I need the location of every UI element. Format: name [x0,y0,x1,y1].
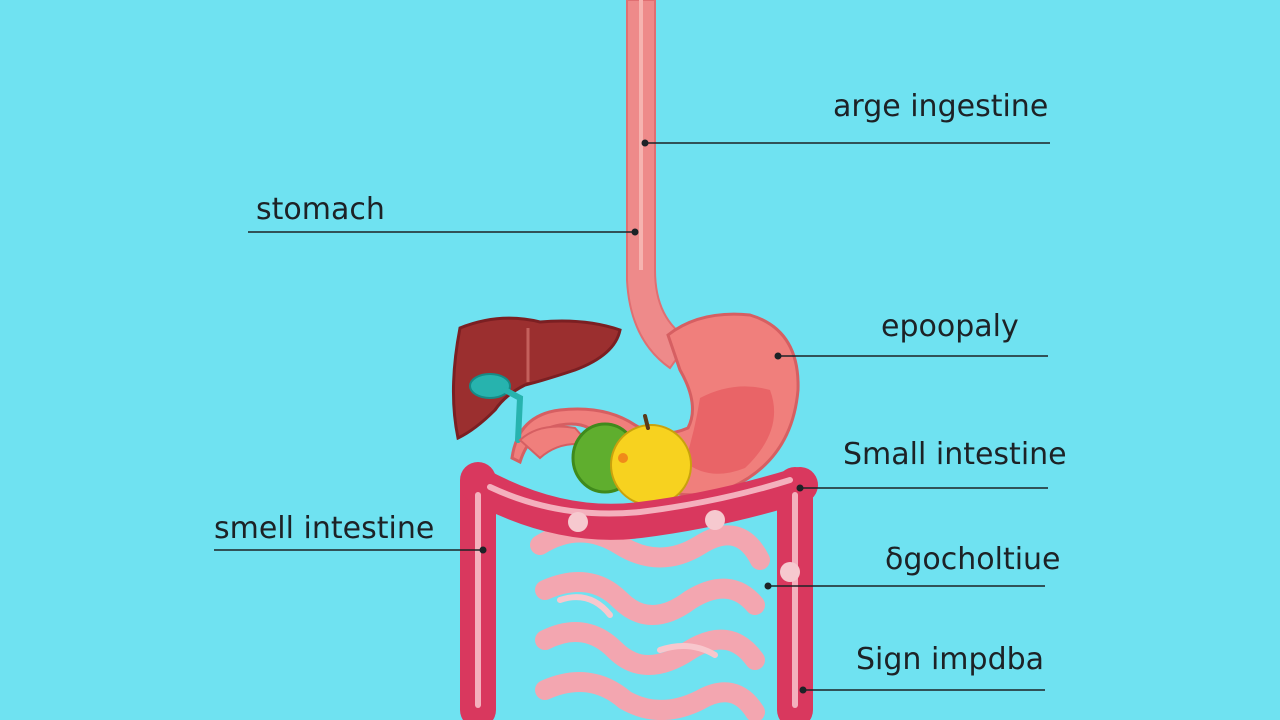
leader-lines [214,142,1050,691]
label-sgocholtiue: δgocholtiue [885,542,1061,577]
leader-dot [774,352,782,360]
leader-dot [796,484,804,492]
leader-dot [631,228,639,236]
leader-dot [764,582,772,590]
colon-top [460,467,818,540]
leader-dot [641,139,649,147]
colon-nodule [568,512,588,532]
colon-nodule [705,510,725,530]
label-large-intestine: arge ingestine [833,89,1049,124]
apple-spot [618,453,628,463]
label-epoopaly: epoopaly [881,309,1019,344]
label-sign-impdba: Sign impdba [856,642,1045,677]
small-intestine-shade [557,594,718,658]
leader-dot [799,686,807,694]
leader-dot [479,546,487,554]
label-small-intestine-right: Small intestine [843,437,1067,472]
label-stomach: stomach [256,192,385,227]
colon-highlight [475,477,798,708]
stomach-inner [685,386,775,474]
bile-duct [502,387,524,443]
small-intestine-coils [530,522,770,720]
apple-stem [643,414,650,430]
liver [451,316,622,441]
apple [610,424,692,506]
label-small-intestine-left: smell intestine [214,511,435,546]
leader-dots [479,139,807,694]
gallbladder [469,373,511,399]
esophagus [626,0,692,370]
colon-nodule [780,562,800,582]
